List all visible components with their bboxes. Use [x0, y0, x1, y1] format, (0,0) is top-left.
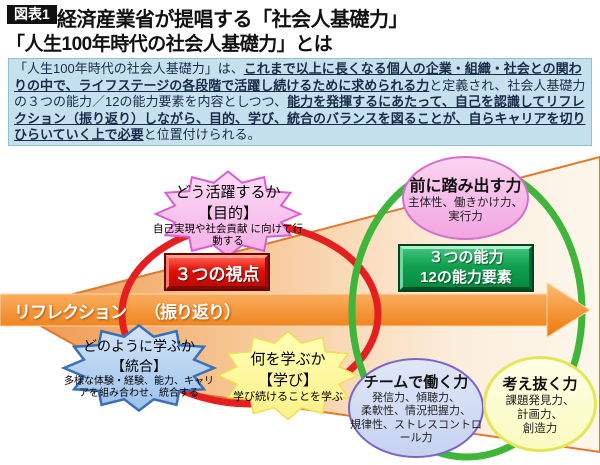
- learning-burst-shape: [213, 328, 363, 423]
- integration-burst: どのように学ぶか 【統合】 多様な体験・経験、能力、キャリ アを組み合わせ、統合…: [58, 322, 220, 414]
- reflection-label: リフレクション: [14, 302, 127, 322]
- purpose-title: どう活躍するか: [175, 183, 281, 201]
- purpose-desc: 自己実現や社会貢献 に向けて行動する: [153, 222, 303, 248]
- furikaeri-label: （振り返り）: [144, 302, 241, 322]
- learning-desc: 学び続けることを学ぶ: [233, 390, 343, 403]
- thinking-title: 考え抜く力: [502, 375, 578, 393]
- three-abilities-box: ３つの能力 12の能力要素: [400, 246, 532, 290]
- integration-subtitle: 【統合】: [111, 358, 167, 374]
- definition-paragraph: 「人生100年時代の社会人基礎力」は、これまで以上に長くなる個人の企業・組織・社…: [8, 58, 592, 146]
- reflection-band-label: リフレクション （振り返り）: [14, 294, 534, 326]
- figure-number-badge: 図表1: [7, 5, 57, 24]
- purpose-burst-shape: [150, 168, 306, 260]
- step-forward-ellipse: 前に踏み出す力 主体性、働きかけ力、 実行力: [402, 156, 529, 240]
- page-subtitle: 「人生100年時代の社会人基礎力」とは: [6, 34, 333, 55]
- three-viewpoints-box: ３つの視点: [166, 255, 268, 289]
- purpose-subtitle: 【目的】: [197, 204, 258, 222]
- integration-title: どのように学ぶか: [83, 338, 195, 354]
- page-title: 経済産業省が提唱する「社会人基礎力」: [57, 9, 409, 31]
- integration-desc: 多様な体験・経験、能力、キャリ アを組み合わせ、統合する: [64, 376, 214, 399]
- teamwork-ellipse: チームで働く力 発信力、傾聴力、 柔軟性、情況把握力、 規律性、ストレスコントロ…: [348, 358, 484, 458]
- step-forward-title: 前に踏み出す力: [409, 178, 522, 195]
- competency-diagram: リフレクション （振り返り） どう活躍するか 【目的】 自己実現や社会貢献 に向…: [0, 150, 600, 465]
- learning-burst: 何を学ぶか 【学び】 学び続けることを学ぶ: [213, 328, 363, 423]
- thinking-ellipse: 考え抜く力 課題発見力、 計画力、 創造力: [483, 356, 597, 452]
- three-abilities-line1: ３つの能力: [428, 249, 504, 266]
- reflection-arrowhead: [546, 282, 591, 338]
- learning-title: 何を学ぶか: [250, 350, 326, 368]
- thinking-desc: 課題発見力、 計画力、 創造力: [505, 394, 575, 435]
- three-viewpoints-label: ３つの視点: [174, 264, 260, 284]
- teamwork-title: チームで働く力: [363, 373, 469, 391]
- teamwork-desc: 発信力、傾聴力、 柔軟性、情況把握力、 規律性、ストレスコントロール力: [350, 391, 482, 445]
- learning-subtitle: 【学び】: [257, 371, 318, 389]
- purpose-burst: どう活躍するか 【目的】 自己実現や社会貢献 に向けて行動する: [150, 168, 306, 260]
- integration-burst-shape: [58, 322, 220, 414]
- three-abilities-line2: 12の能力要素: [420, 269, 512, 286]
- step-forward-desc: 主体性、働きかけ力、 実行力: [408, 197, 523, 223]
